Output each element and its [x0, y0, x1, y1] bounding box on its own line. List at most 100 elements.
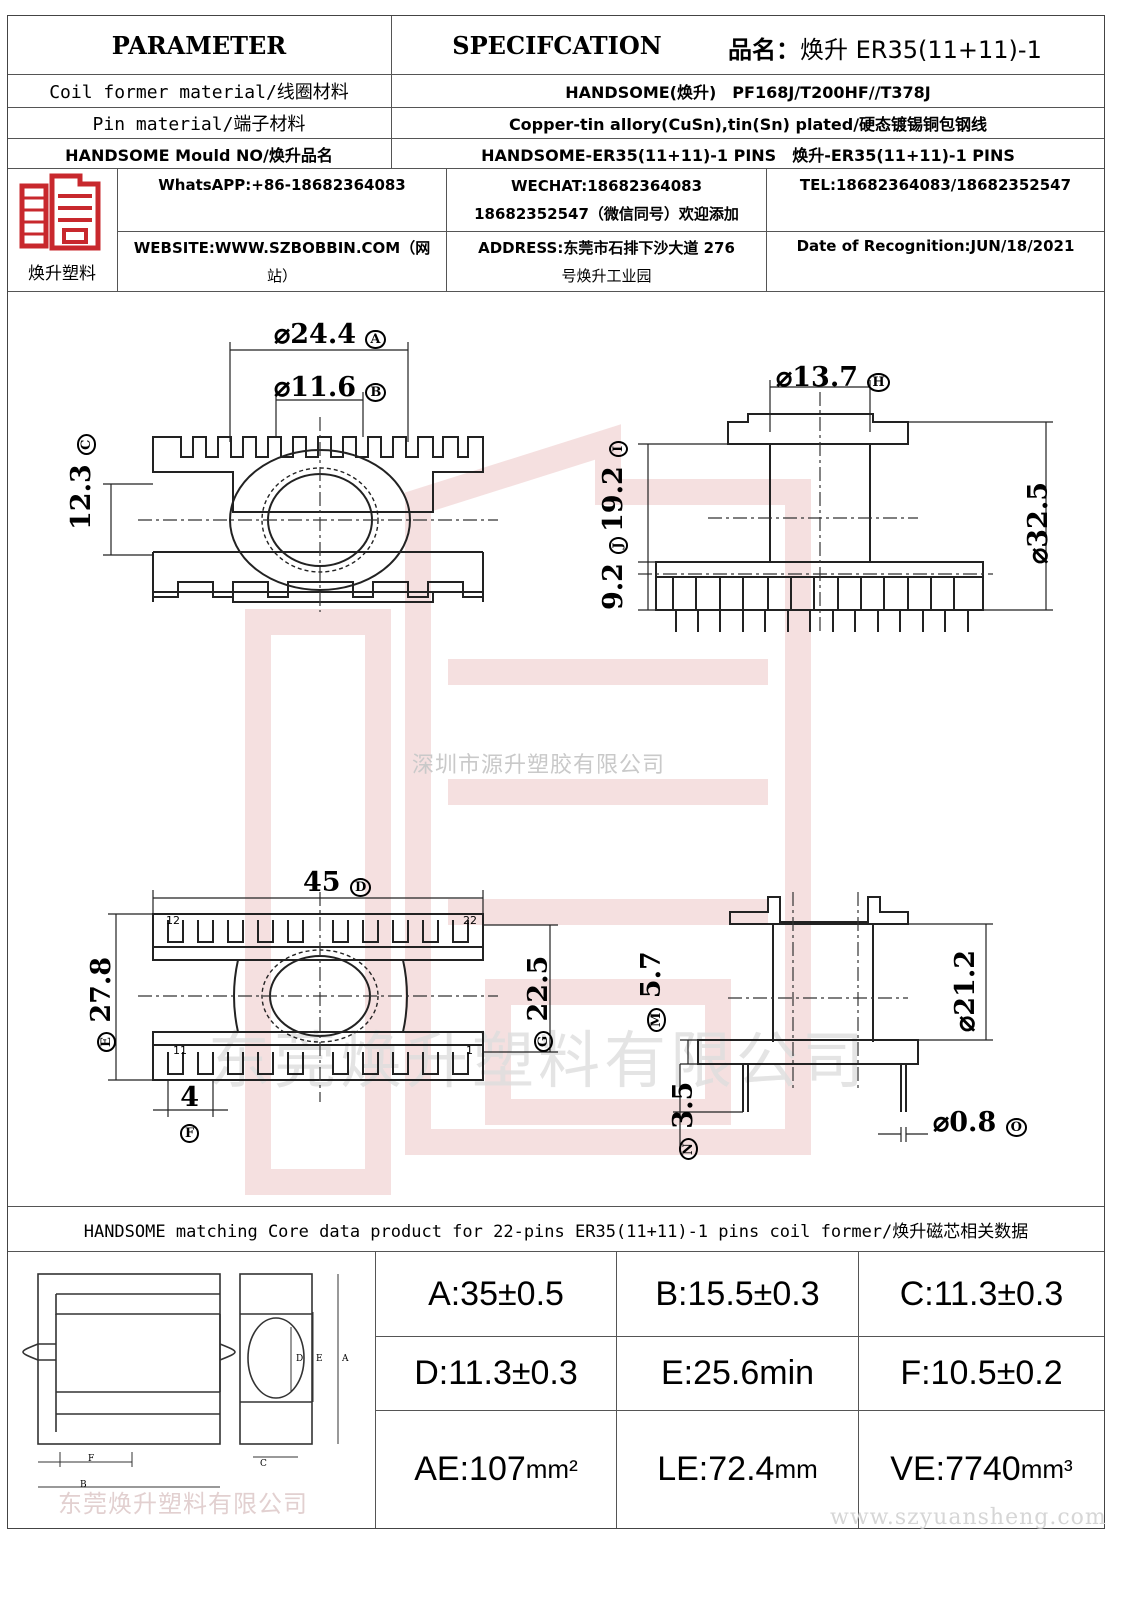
dim-b-label: ⌀11.6 B — [274, 372, 387, 403]
dim-e-value: 27.8 — [86, 956, 117, 1023]
dim-d-label: 45 D — [303, 867, 372, 898]
wechat-line1: WECHAT:18682364083 — [510, 177, 702, 195]
dim-n-label: N 3.5 — [668, 1082, 699, 1160]
dim-k-label: ⌀32.5 — [1023, 481, 1054, 564]
core-label-e: E — [316, 1354, 323, 1364]
dim-m-tag: M — [647, 1007, 666, 1032]
website-line1: WEBSITE:WWW.SZBOBBIN.COM（网 — [133, 239, 431, 257]
pin-material-label: Pin material/端子材料 — [92, 114, 306, 135]
ve-value: VE:7740 — [890, 1449, 1021, 1488]
product-name-value: 焕升 ER35(11+11)-1 — [800, 36, 1042, 64]
ae-value: AE:107 — [414, 1449, 526, 1488]
parameter-header: PARAMETER — [111, 30, 287, 60]
dim-f-value: 4 — [180, 1082, 200, 1113]
dim-b-tag: B — [365, 383, 387, 402]
mould-no-label: HANDSOME Mould NO/焕升品名 — [65, 145, 333, 165]
core-value-c: C:11.3±0.3 — [899, 1274, 1064, 1313]
wechat: WECHAT:18682364083 18682352547（微信同号）欢迎添加 — [447, 172, 766, 228]
recognition-date: Date of Recognition:JUN/18/2021 — [796, 237, 1075, 255]
dim-h-tag: H — [867, 373, 890, 392]
company-logo — [18, 172, 104, 258]
dim-g-label: G 22.5 — [523, 956, 554, 1052]
dim-c-tag: C — [77, 434, 96, 455]
dim-g-tag: G — [534, 1030, 553, 1052]
core-diagram: F B C D E A 东莞焕升塑料有限公司 — [8, 1252, 374, 1528]
dim-m-value: 5.7 — [636, 951, 667, 999]
dim-j-label: 9.2 J — [598, 537, 629, 610]
dim-a-label: ⌀24.4 A — [274, 319, 386, 350]
dim-o-label: ⌀0.8 O — [933, 1107, 1027, 1138]
coil-material-value: HANDSOME(焕升) PF168J/T200HF//T378J — [565, 83, 931, 102]
dim-i-label: 19.2 I — [598, 440, 629, 532]
core-data-title: HANDSOME matching Core data product for … — [83, 1221, 1029, 1242]
dim-e-label: E 27.8 — [86, 957, 117, 1052]
dim-d-tag: D — [349, 878, 372, 897]
ae-unit: mm² — [525, 1453, 578, 1484]
dim-m-label: M 5.7 — [636, 951, 667, 1032]
watermark-logo-icon — [245, 424, 811, 1195]
dim-a-tag: A — [365, 330, 386, 349]
dim-n-value: 3.5 — [668, 1081, 699, 1129]
dim-n-tag: N — [679, 1138, 698, 1160]
technical-drawing — [103, 342, 1053, 1152]
dim-o-tag: O — [1005, 1118, 1027, 1137]
dim-a-value: ⌀24.4 — [274, 319, 357, 350]
dim-c-label: 12.3 C — [66, 434, 97, 530]
dim-l-label: ⌀21.2 — [950, 949, 981, 1032]
core-watermark: 东莞焕升塑料有限公司 — [58, 1490, 308, 1518]
dim-h-label: ⌀13.7 H — [776, 362, 890, 393]
watermark-url: www.szyuansheng.com — [830, 1505, 1107, 1530]
tel: TEL:18682364083/18682352547 — [799, 176, 1072, 194]
pin-12-label: 12 — [166, 914, 180, 927]
wechat-line2: 18682352547（微信同号）欢迎添加 — [474, 205, 739, 223]
coil-material-label: Coil former material/线圈材料 — [49, 82, 349, 103]
core-value-f: F:10.5±0.2 — [900, 1354, 1063, 1392]
core-value-a: A:35±0.5 — [428, 1274, 564, 1313]
dim-f-tag: F — [180, 1124, 200, 1143]
dim-c-value: 12.3 — [66, 464, 97, 530]
product-name: 品名：焕升 ER35(11+11)-1 — [728, 30, 1042, 65]
dim-f-label: 4 F — [180, 1082, 200, 1144]
dim-j-value: 9.2 — [598, 563, 629, 610]
core-label-b: B — [80, 1480, 87, 1490]
le-unit: mm — [774, 1453, 818, 1484]
website: WEBSITE:WWW.SZBOBBIN.COM（网 站） — [118, 234, 446, 290]
dim-g-value: 22.5 — [523, 955, 554, 1022]
address-line1: ADDRESS:东莞市石排下沙大道 276 — [478, 239, 735, 257]
pin-1-label: 1 — [466, 1044, 473, 1057]
product-name-label: 品名： — [728, 36, 800, 64]
pin-material-value: Copper-tin allory(CuSn),tin(Sn) plated/硬… — [508, 115, 988, 134]
address-line2: 号焕升工业园 — [561, 267, 652, 285]
spec-sheet — [7, 15, 1105, 1529]
ve-unit: mm³ — [1020, 1453, 1073, 1484]
watermark-center: 深圳市源升塑胶有限公司 — [412, 753, 666, 778]
le-value: LE:72.4 — [657, 1449, 775, 1488]
dim-e-tag: E — [97, 1032, 116, 1052]
core-label-a: A — [342, 1354, 349, 1364]
dim-d-value: 45 — [303, 867, 341, 898]
core-label-c: C — [260, 1459, 267, 1469]
dim-i-tag: I — [609, 440, 628, 457]
core-outline-icon — [22, 1273, 339, 1488]
core-value-d: D:11.3±0.3 — [414, 1354, 578, 1392]
core-label-f: F — [88, 1454, 95, 1464]
spec-header: SPECIFCATION — [452, 30, 662, 60]
dim-o-value: ⌀0.8 — [933, 1107, 997, 1138]
dim-i-value: 19.2 — [598, 466, 629, 532]
pin-22-label: 22 — [463, 914, 477, 927]
core-value-e: E:25.6min — [660, 1354, 815, 1392]
address: ADDRESS:东莞市石排下沙大道 276 号焕升工业园 — [447, 234, 766, 290]
whatsapp: WhatsAPP:+86-18682364083 — [158, 176, 406, 194]
mould-no-value: HANDSOME-ER35(11+11)-1 PINS 焕升-ER35(11+1… — [481, 145, 1015, 165]
pin-11-label: 11 — [173, 1044, 187, 1057]
core-label-d: D — [296, 1354, 304, 1364]
website-line2: 站） — [266, 267, 297, 285]
dim-h-value: ⌀13.7 — [776, 362, 859, 393]
drawing-area: 深圳市源升塑胶有限公司 东莞焕升塑料有限公司 — [8, 292, 1104, 1206]
logo-caption: 焕升塑料 — [28, 263, 96, 284]
dim-j-tag: J — [609, 537, 628, 554]
logo-mark-icon — [19, 173, 101, 251]
